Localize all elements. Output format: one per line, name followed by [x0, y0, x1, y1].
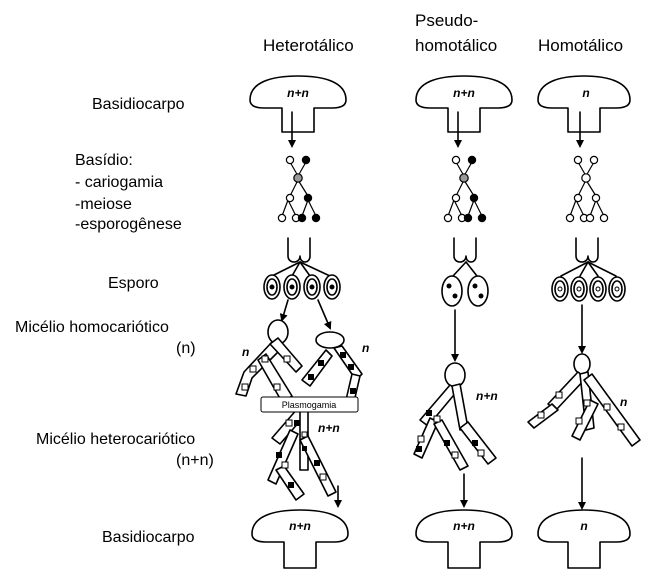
arrow-hetero-spore-right: [318, 300, 330, 328]
cap-label-hetero-bottom: n+n: [289, 519, 311, 533]
basidium-hetero-four-spores: [264, 238, 340, 299]
mushroom-pseudo-top: n+n: [416, 76, 512, 132]
basidium-homo-four-spores: [552, 238, 625, 301]
mushroom-pseudo-bottom: n+n: [416, 510, 512, 568]
meiosis-scheme-pseudo: [444, 156, 485, 221]
column-pseudo-line2: homotálico: [415, 36, 497, 55]
germinating-spore-right: [316, 332, 344, 348]
hyphae-pseudo: [414, 363, 496, 470]
cap-label-pseudo-bottom: n+n: [453, 519, 475, 533]
row-basidio-cariogamia: - cariogamia: [75, 174, 163, 191]
row-micelio-homocariotico: Micélio homocariótico: [15, 319, 169, 336]
meiosis-scheme-hetero: [278, 156, 319, 221]
mushroom-homo-top: n: [538, 76, 630, 132]
basidium-pseudo-two-spores: [442, 238, 488, 306]
cap-label-hetero-top: n+n: [287, 86, 309, 100]
meiosis-scheme-homo: [566, 156, 607, 221]
row-basidio-title: Basídio:: [75, 152, 133, 169]
label-pseudo-nn: n+n: [476, 389, 498, 403]
mushroom-homo-bottom: n: [538, 510, 630, 568]
cap-label-pseudo-top: n+n: [453, 86, 475, 100]
row-basidio-meiose: -meiose: [75, 196, 132, 213]
row-esporo: Esporo: [108, 275, 159, 292]
label-hetero-nn: n+n: [318, 421, 340, 435]
column-homotalico: Homotálico: [538, 36, 623, 55]
cap-label-homo-top: n: [582, 86, 589, 100]
column-heterotalico: Heterotálico: [263, 36, 354, 55]
row-basidio-esporogenese: -esporogênese: [75, 216, 182, 233]
row-micelio-homocariotico-ploidy: (n): [176, 340, 196, 357]
plasmogamia-label: Plasmogamia: [282, 400, 337, 410]
row-micelio-heterocariotico: Micélio heterocariótico: [36, 431, 195, 448]
label-hetero-left-n: n: [242, 345, 249, 359]
plasmogamia-box: Plasmogamia: [261, 397, 358, 412]
column-pseudo-line1: Pseudo-: [415, 11, 478, 30]
cap-label-homo-bottom: n: [580, 519, 587, 533]
row-micelio-heterocariotico-ploidy: (n+n): [176, 452, 214, 469]
row-basidiocarpo-top: Basidiocarpo: [92, 96, 185, 113]
mushroom-hetero-bottom: n+n: [252, 510, 348, 568]
arrow-hetero-spore-left: [282, 300, 288, 320]
label-homo-n: n: [620, 395, 627, 409]
mushroom-hetero-top: n+n: [250, 76, 346, 132]
row-basidiocarpo-bottom: Basidiocarpo: [102, 529, 195, 546]
label-hetero-right-n: n: [362, 341, 369, 355]
